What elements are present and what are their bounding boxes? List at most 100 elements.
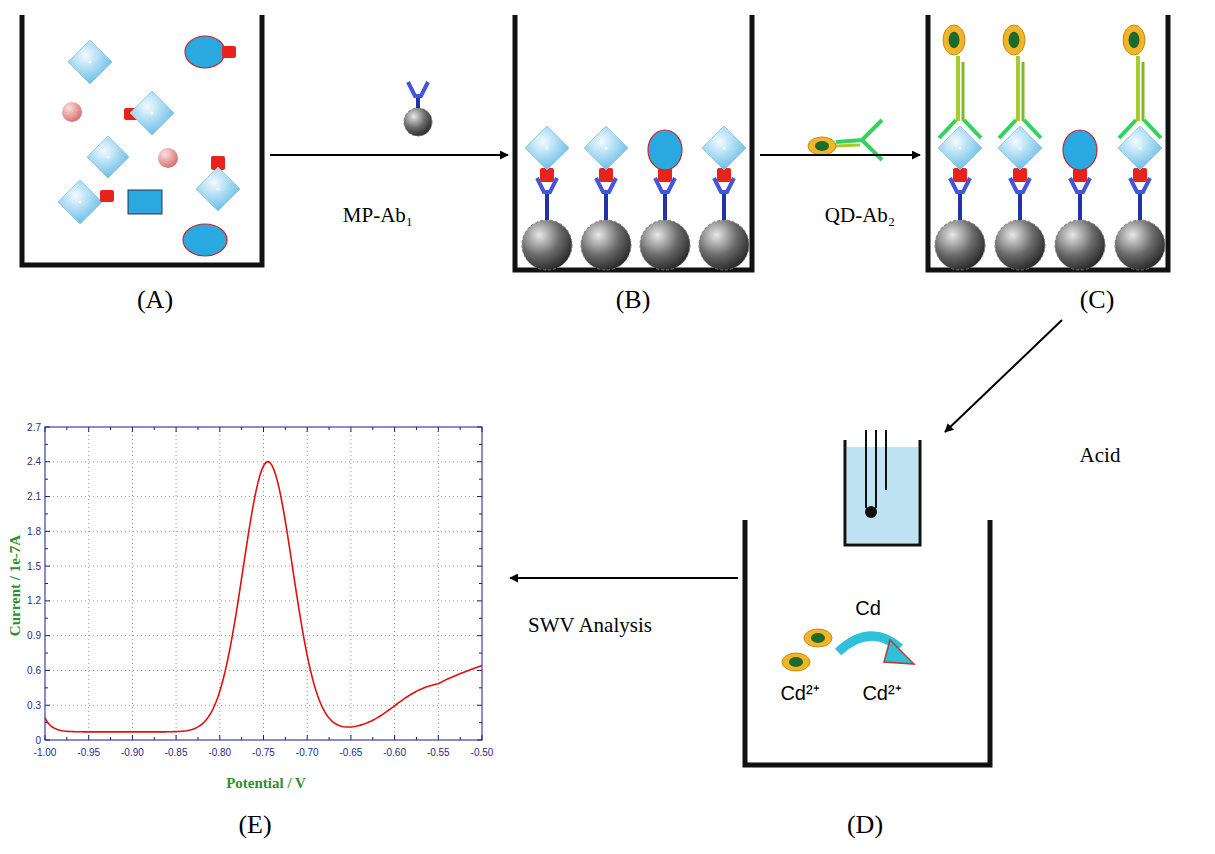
magnetic-bead xyxy=(699,220,749,270)
axis-tick xyxy=(477,531,482,532)
axis-tick xyxy=(176,427,177,432)
protein-ellipse xyxy=(185,36,225,68)
grid-line xyxy=(394,427,395,740)
detection-antibody-arms xyxy=(939,120,981,138)
axis-tick xyxy=(263,427,264,432)
detection-antibody-stem xyxy=(1136,56,1140,121)
axis-tick xyxy=(88,427,89,432)
axis-tick xyxy=(45,740,50,741)
grid-line xyxy=(45,600,482,601)
step-label: SWV Analysis xyxy=(526,613,654,638)
tick-label: 1.8 xyxy=(27,526,41,537)
quantum-dot xyxy=(1003,25,1025,55)
antibody-arms xyxy=(408,82,428,96)
axis-tick xyxy=(154,427,155,430)
antibody-stem xyxy=(1018,192,1022,220)
antigen-dot xyxy=(151,112,154,115)
tick-label: 0 xyxy=(35,735,41,746)
antigen-diamond xyxy=(68,40,112,84)
axis-tick xyxy=(285,737,286,740)
axis-tick xyxy=(482,427,483,432)
magnetic-bead xyxy=(404,108,432,136)
axis-tick xyxy=(45,461,50,462)
quantum-dot-core xyxy=(811,633,825,643)
illustration-group xyxy=(22,15,1168,765)
antibody-stem xyxy=(722,192,726,220)
step-label: QD-Ab₂ xyxy=(823,203,897,228)
detection-antibody-stem xyxy=(1016,56,1020,121)
antigen-dot xyxy=(959,147,962,150)
panel: (B) xyxy=(508,8,760,320)
grid-line xyxy=(45,670,482,671)
grid-line xyxy=(176,427,177,740)
process-arrow xyxy=(945,320,1062,432)
axis-tick xyxy=(263,735,264,740)
axis-tick xyxy=(45,635,50,636)
axis-tick xyxy=(110,737,111,740)
axis-tick xyxy=(307,735,308,740)
detection-antibody-stem xyxy=(956,56,960,121)
grid-line xyxy=(45,496,482,497)
axis-tick xyxy=(307,427,308,432)
antibody-stem xyxy=(663,192,667,220)
axis-tick xyxy=(45,513,48,514)
axis-tick xyxy=(66,737,67,740)
axis-tick xyxy=(45,618,48,619)
axis-tick xyxy=(241,737,242,740)
axis-tick xyxy=(479,687,482,688)
magnetic-bead xyxy=(935,220,985,270)
quantum-dot xyxy=(1123,25,1145,55)
quantum-dot-core xyxy=(1009,32,1020,49)
axis-tick xyxy=(479,444,482,445)
panel-label: (D) xyxy=(847,810,883,840)
antigen-diamond xyxy=(196,167,240,211)
impurity-sphere xyxy=(158,148,178,168)
protein-ellipse xyxy=(1063,130,1097,170)
axis-tick xyxy=(477,461,482,462)
axis-tick xyxy=(45,566,50,567)
tick-label: 1.2 xyxy=(27,595,41,606)
antigen-dot xyxy=(217,188,220,191)
beaker xyxy=(928,15,1168,270)
axis-tick xyxy=(477,566,482,567)
axis-tick xyxy=(394,735,395,740)
quantum-dot-core xyxy=(815,141,829,151)
panel-label: (E) xyxy=(238,810,271,840)
tick-label: -0.90 xyxy=(121,747,144,758)
quantum-dot-core xyxy=(949,32,960,49)
electrode-wire xyxy=(885,430,887,490)
tick-label: 0.3 xyxy=(27,700,41,711)
axis-tick xyxy=(45,531,50,532)
tick-label: -0.65 xyxy=(340,747,363,758)
axis-tick xyxy=(477,705,482,706)
antigen-diamond xyxy=(702,126,746,170)
magnetic-bead xyxy=(1115,220,1165,270)
antigen-diamond xyxy=(130,91,174,135)
tick-label: -1.00 xyxy=(34,747,57,758)
antigen-dot xyxy=(107,156,110,159)
antigen-dot xyxy=(79,201,82,204)
axis-tick xyxy=(45,653,48,654)
axis-tick xyxy=(350,427,351,432)
panel-label: (A) xyxy=(137,285,173,315)
electrochemical-cell xyxy=(845,440,920,545)
axis-tick xyxy=(45,444,48,445)
process-arrow xyxy=(760,154,920,156)
axis-tick xyxy=(45,687,48,688)
plot-area xyxy=(45,427,482,740)
antigen-diamond xyxy=(87,136,129,178)
grid-line xyxy=(307,427,308,740)
axis-tick xyxy=(479,653,482,654)
axis-tick xyxy=(45,583,48,584)
axis-tick xyxy=(479,548,482,549)
tick-label: 0.9 xyxy=(27,630,41,641)
antigen-dot xyxy=(723,147,726,150)
axis-tick xyxy=(350,735,351,740)
epitope-tab xyxy=(100,190,114,202)
antigen-dot xyxy=(89,61,92,64)
tick-label: -0.85 xyxy=(165,747,188,758)
tick-label: -0.75 xyxy=(252,747,275,758)
antigen-dot xyxy=(1139,147,1142,150)
axis-tick xyxy=(197,737,198,740)
antigen-diamond xyxy=(58,180,102,224)
